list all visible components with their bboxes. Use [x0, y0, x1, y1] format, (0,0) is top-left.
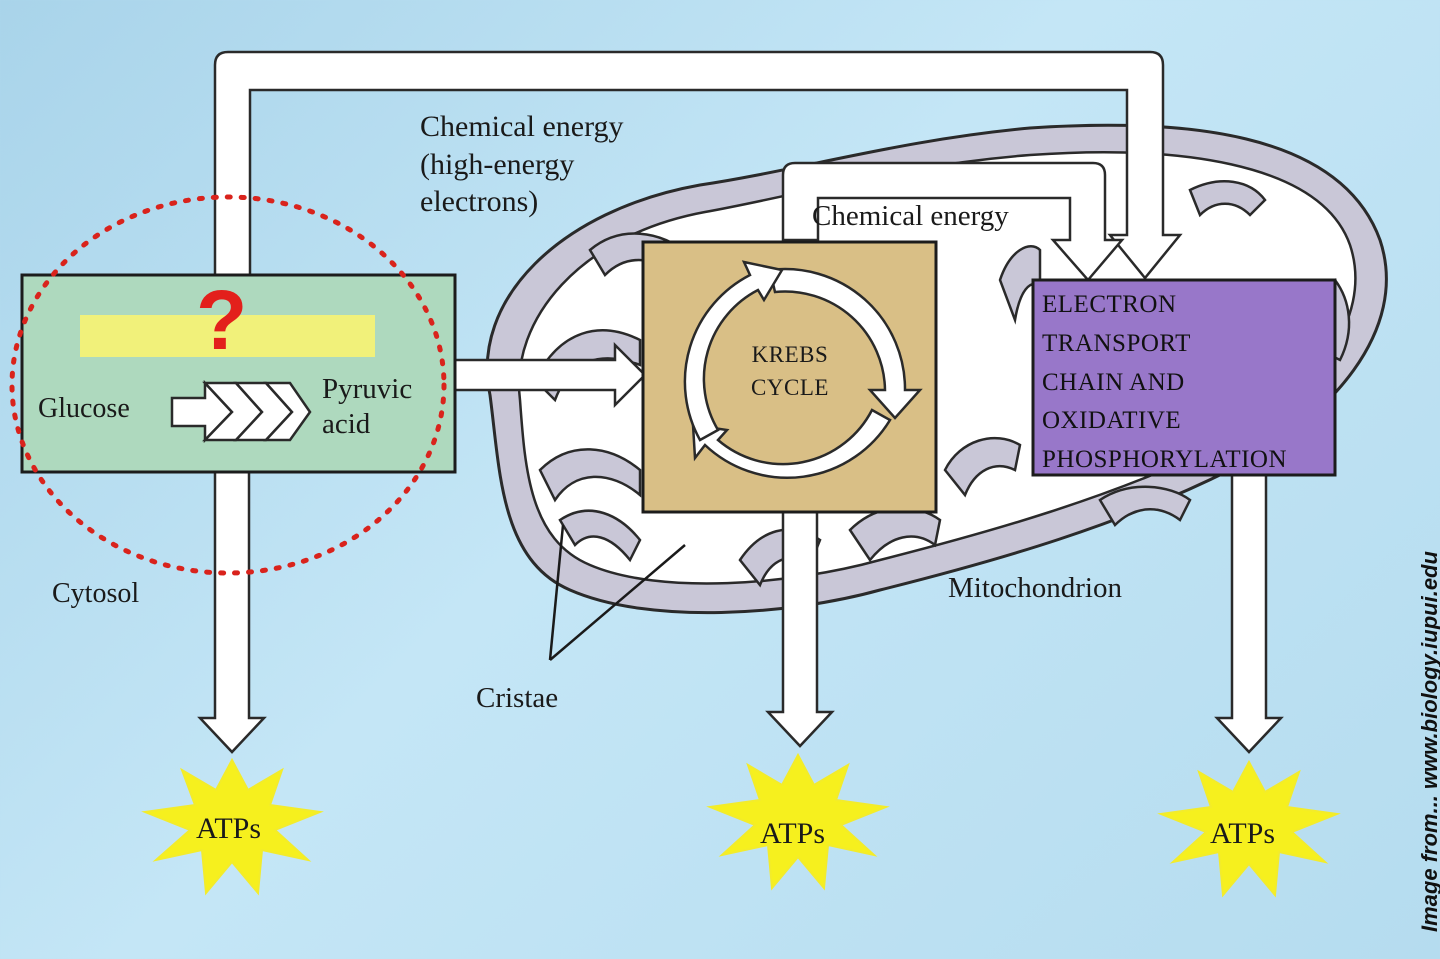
etc-line-1: Electron — [1042, 291, 1177, 318]
krebs-atp-arrow — [765, 508, 835, 748]
atp-burst-3 — [1157, 759, 1341, 898]
etc-atp-arrow — [1214, 473, 1284, 754]
chemical-energy-label-inner: Chemical energy — [812, 200, 1009, 232]
chemical-energy-line-2: (high-energy — [420, 147, 575, 181]
atp-label-2: ATPs — [760, 817, 826, 850]
etc-line-5: phosphorylation — [1042, 446, 1288, 473]
atp-label-3: ATPs — [1210, 817, 1276, 850]
image-credit: Image from... www.biology.iupui.edu — [1417, 551, 1440, 932]
pyruvic-line-1: Pyruvic — [322, 373, 413, 405]
dotted-highlight-circle — [9, 194, 447, 576]
etc-line-2: transport — [1042, 329, 1191, 357]
question-mark: ? — [196, 273, 248, 367]
krebs-line-1: Krebs — [751, 342, 829, 367]
krebs-to-etc-arrow — [781, 161, 1125, 282]
krebs-line-2: cycle — [751, 375, 829, 401]
cristae-label: Cristae — [476, 682, 559, 714]
chemical-energy-label-top: Chemical energy (high-energy electrons) — [420, 108, 624, 221]
pyruvic-line-2: acid — [322, 407, 371, 440]
pyruvic-acid-label: Pyruvic acid — [322, 372, 412, 442]
atp-burst-2 — [706, 752, 890, 891]
atp-label-1: ATPs — [196, 812, 262, 845]
glycolysis-atp-arrow — [197, 468, 267, 754]
pyruvate-to-krebs-arrow — [453, 341, 647, 409]
chemical-energy-line-1: Chemical energy — [420, 110, 624, 143]
etc-line-4: oxidative — [1042, 407, 1182, 435]
atp-burst-1 — [141, 757, 324, 896]
etc-line-3: chain and — [1042, 368, 1185, 396]
chemical-energy-line-3: electrons) — [420, 185, 539, 218]
blank-highlight-bar — [80, 315, 375, 357]
glucose-label: Glucose — [38, 393, 130, 424]
etc-box — [1031, 278, 1337, 477]
cytosol-label: Cytosol — [52, 578, 140, 609]
krebs-cycle-label: Krebs cycle — [720, 338, 860, 405]
glycolysis-chevron-arrows — [170, 379, 312, 444]
krebs-cycle-arrows — [683, 260, 923, 480]
mitochondrion-label: Mitochondrion — [948, 572, 1122, 604]
etc-label: Electron transport chain and oxidative p… — [1042, 286, 1287, 480]
cristae-pointer-lines — [548, 524, 686, 661]
